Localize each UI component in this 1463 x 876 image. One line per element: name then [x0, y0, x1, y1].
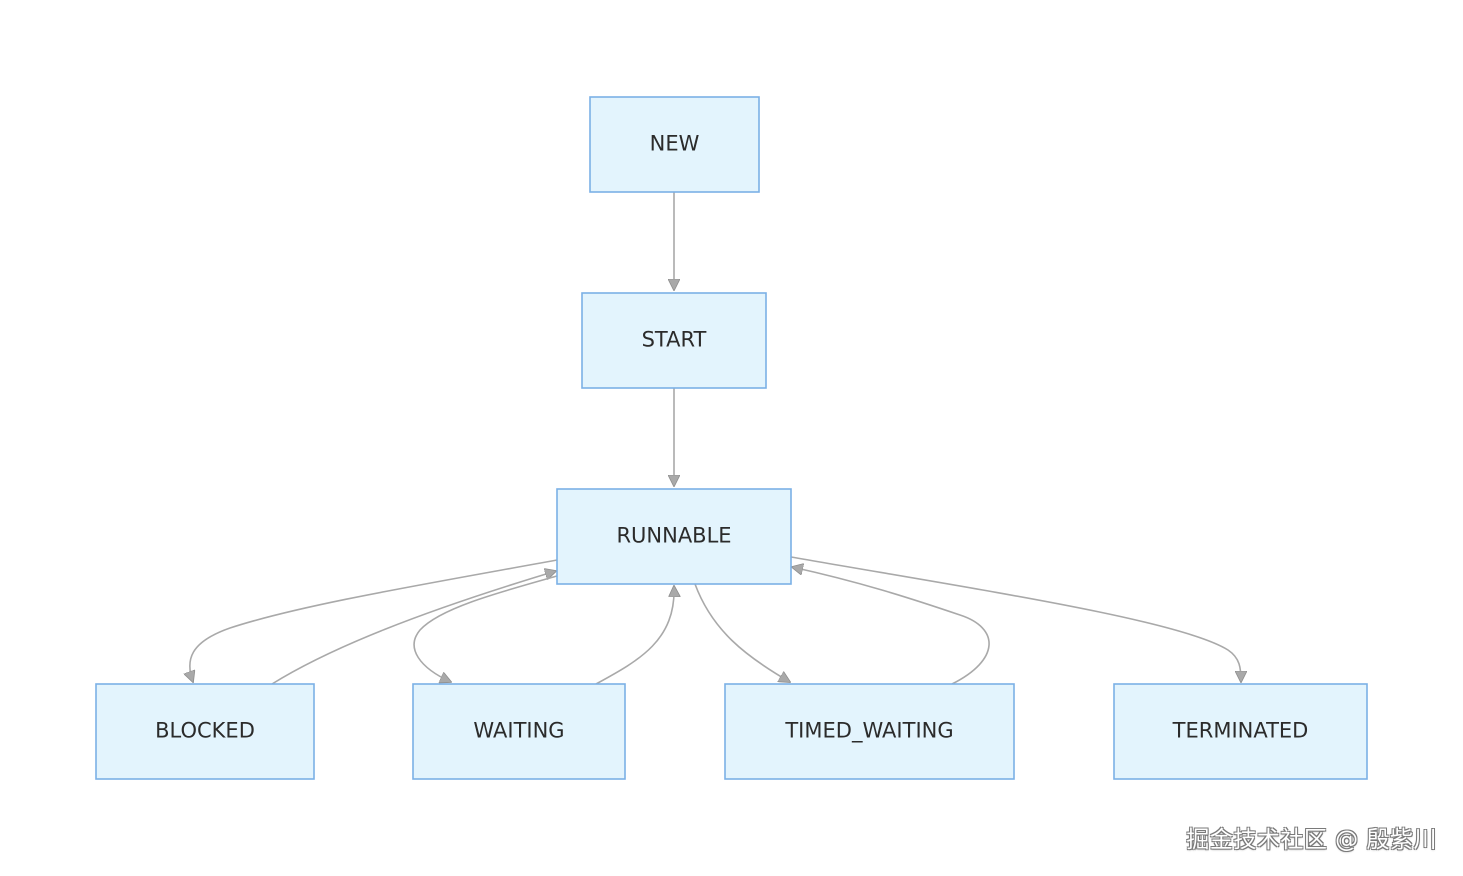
edge-runnable-to-waiting	[413, 575, 558, 682]
edge-timed-waiting-to-runnable	[792, 567, 990, 685]
edge-waiting-to-runnable	[595, 586, 674, 685]
node-terminated-label: TERMINATED	[1172, 719, 1309, 743]
nodes-layer: NEW START RUNNABLE BLOCKED WAITING TIMED…	[95, 96, 1368, 780]
edge-runnable-to-timed-waiting	[694, 583, 790, 682]
node-timed-waiting-label: TIMED_WAITING	[784, 719, 953, 744]
node-start-label: START	[642, 328, 707, 352]
node-blocked: BLOCKED	[95, 683, 315, 780]
watermark-text: 掘金技术社区 @ 殷紫川	[1186, 827, 1437, 853]
node-start: START	[581, 292, 767, 389]
edge-blocked-to-runnable	[271, 571, 556, 685]
node-terminated: TERMINATED	[1113, 683, 1368, 780]
node-new: NEW	[589, 96, 760, 193]
node-blocked-label: BLOCKED	[155, 719, 255, 743]
node-timed-waiting: TIMED_WAITING	[724, 683, 1015, 780]
edge-runnable-to-blocked	[190, 559, 558, 682]
edge-runnable-to-terminated	[790, 556, 1241, 682]
node-runnable: RUNNABLE	[556, 488, 792, 585]
edges-layer	[190, 192, 1241, 685]
node-runnable-label: RUNNABLE	[616, 524, 731, 548]
node-new-label: NEW	[650, 132, 700, 156]
node-waiting: WAITING	[412, 683, 626, 780]
node-waiting-label: WAITING	[473, 719, 564, 743]
